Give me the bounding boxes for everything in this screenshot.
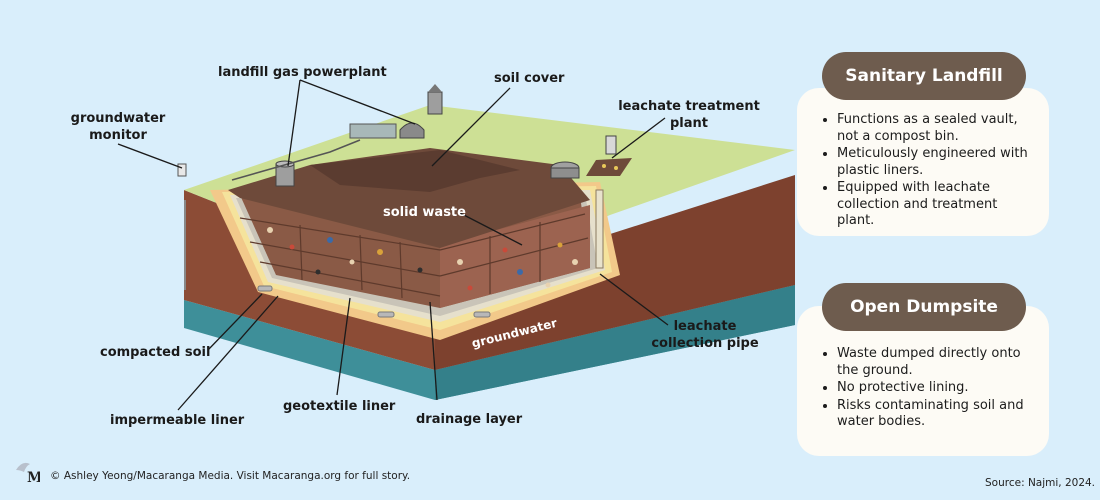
leachate-pipes [257, 285, 491, 318]
label-compacted-soil: compacted soil [100, 345, 211, 360]
dumpsite-bullet: No protective lining. [837, 380, 1035, 397]
svg-text:M: M [27, 470, 40, 484]
sanitary-bullet: Functions as a sealed vault, not a compo… [837, 112, 1035, 145]
waste-debris [267, 227, 578, 291]
gas-well [275, 160, 295, 187]
label-soil-cover: soil cover [494, 71, 565, 86]
label-groundwater-monitor: groundwater monitor [70, 111, 166, 143]
label-gas-powerplant: landfill gas powerplant [218, 65, 387, 80]
leader-lines [117, 79, 669, 411]
sanitary-landfill-card: Functions as a sealed vault, not a compo… [797, 88, 1049, 236]
waste-cells [239, 213, 589, 299]
gas-pipe [231, 139, 361, 181]
label-solid-waste: solid waste [383, 205, 466, 220]
sanitary-landfill-title: Sanitary Landfill [822, 52, 1026, 100]
dumpsite-bullet: Waste dumped directly onto the ground. [837, 346, 1035, 379]
label-leachate-treatment: leachate treatment plant [618, 99, 760, 131]
sanitary-bullet: Equipped with leachate collection and tr… [837, 180, 1035, 230]
gas-powerplant [349, 84, 443, 139]
label-impermeable-liner: impermeable liner [110, 413, 245, 428]
macaranga-logo: M [16, 462, 40, 484]
leachate-riser [595, 189, 604, 269]
groundwater-monitor [177, 163, 187, 290]
credit-text: © Ashley Yeong/Macaranga Media. Visit Ma… [50, 470, 411, 482]
dumpsite-bullet: Risks contaminating soil and water bodie… [837, 398, 1035, 431]
open-dumpsite-title: Open Dumpsite [822, 283, 1026, 331]
groundwater-layer [184, 285, 795, 400]
label-leachate-pipe: leachate collection pipe [651, 319, 759, 351]
source-text: Source: Najmi, 2024. [985, 477, 1096, 489]
label-drainage-layer: drainage layer [416, 412, 523, 427]
open-dumpsite-card: Waste dumped directly onto the ground. N… [797, 306, 1049, 456]
sanitary-bullet: Meticulously engineered with plastic lin… [837, 146, 1035, 179]
treatment-plant [550, 135, 632, 179]
label-geotextile-liner: geotextile liner [283, 399, 396, 414]
